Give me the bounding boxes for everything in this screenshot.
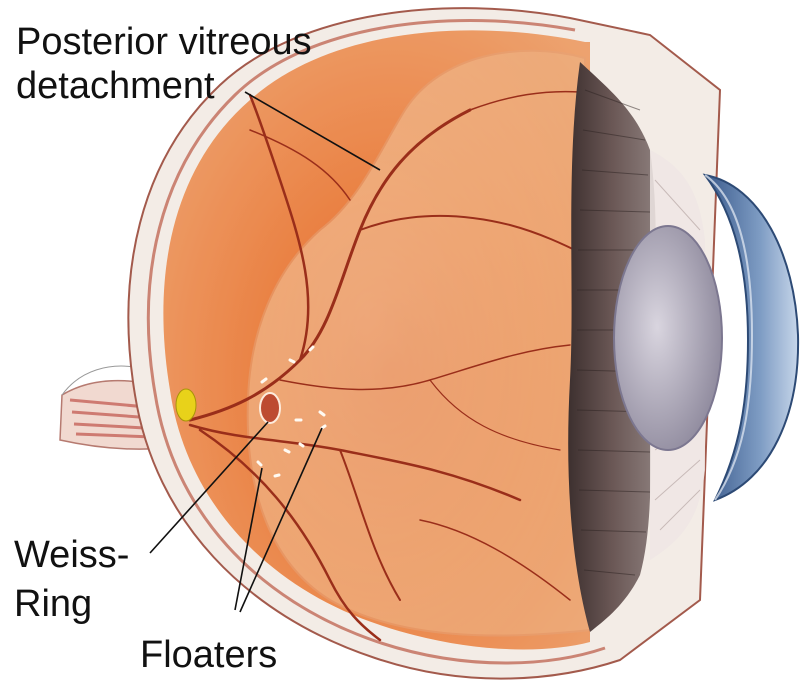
pvd-label-line-1: Posterior vitreous: [16, 22, 312, 62]
weiss-ring-label-line-1: Weiss-: [14, 535, 129, 575]
weiss-ring-label-line-2: Ring: [14, 584, 92, 624]
floaters-label: Floaters: [140, 635, 277, 675]
pvd-label-line-2: detachment: [16, 66, 215, 106]
optic-disc: [176, 389, 196, 421]
lens: [614, 226, 722, 450]
